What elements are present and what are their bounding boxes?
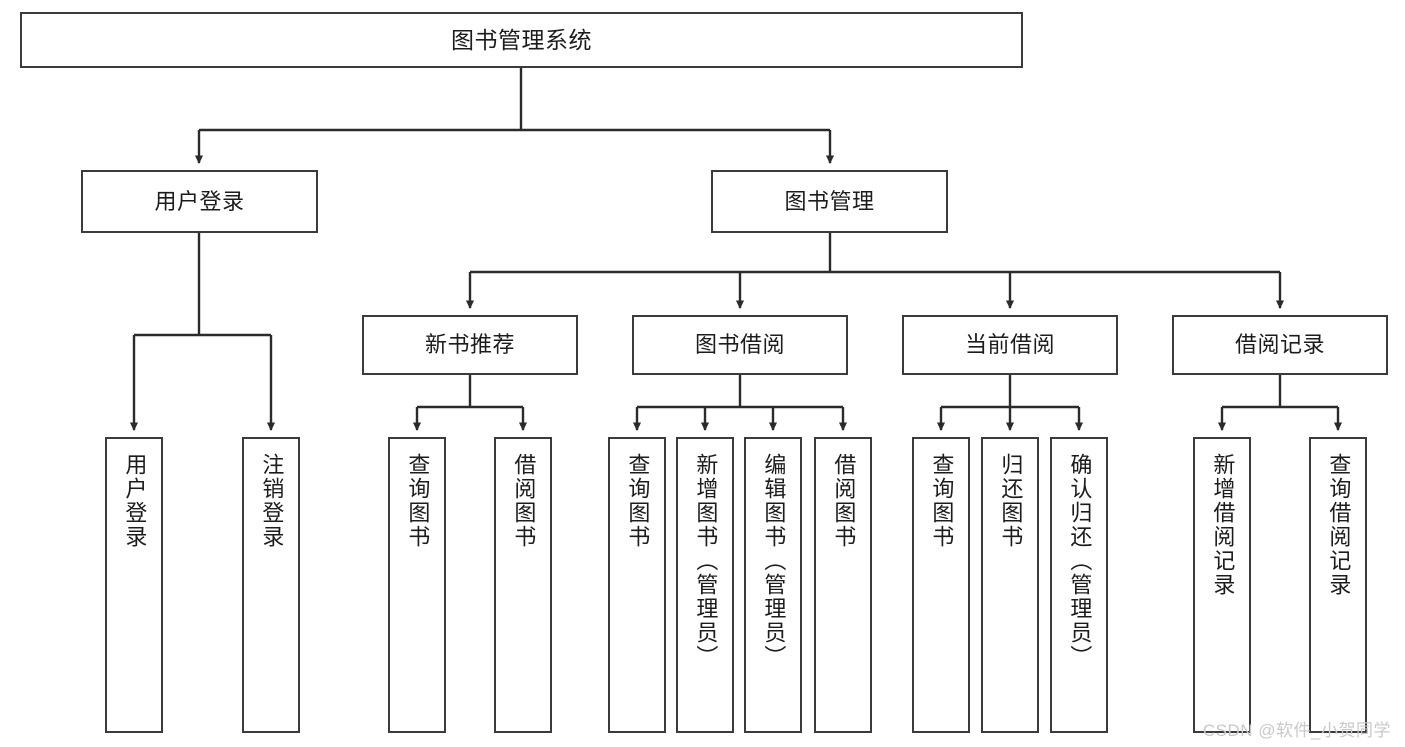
leaf-current-return-book[interactable]: 归还图书 — [981, 437, 1039, 733]
node-label: 用户登录 — [154, 188, 245, 214]
node-label: 归还图书 — [998, 453, 1024, 549]
leaf-user-login-logout[interactable]: 注销登录 — [242, 437, 300, 733]
node-label: 借阅记录 — [1234, 332, 1325, 357]
leaf-user-login-login[interactable]: 用户登录 — [105, 437, 163, 733]
node-book-management[interactable]: 图书管理 — [711, 170, 948, 233]
leaf-borrow-borrow-book[interactable]: 借阅图书 — [814, 437, 872, 733]
leaf-current-query-book[interactable]: 查询图书 — [912, 437, 970, 733]
node-label: 当前借阅 — [964, 332, 1055, 357]
node-label: 确认归还（管理员） — [1067, 453, 1093, 669]
leaf-recommend-query-book[interactable]: 查询图书 — [388, 437, 446, 733]
node-label: 图书管理系统 — [451, 26, 592, 53]
node-label: 新增借阅记录 — [1210, 453, 1236, 597]
node-label: 查询图书 — [625, 453, 651, 549]
node-label: 查询图书 — [929, 453, 955, 549]
node-label: 查询借阅记录 — [1326, 453, 1352, 597]
node-label: 注销登录 — [259, 453, 285, 549]
node-root-system[interactable]: 图书管理系统 — [20, 12, 1023, 68]
node-label: 借阅图书 — [511, 453, 537, 549]
leaf-recommend-borrow-book[interactable]: 借阅图书 — [494, 437, 552, 733]
leaf-borrow-edit-book-admin[interactable]: 编辑图书（管理员） — [744, 437, 802, 733]
node-new-book-recommend[interactable]: 新书推荐 — [362, 315, 578, 375]
node-label: 查询图书 — [405, 453, 431, 549]
csdn-watermark: CSDN @软件_小贺同学 — [1202, 721, 1391, 740]
node-user-login[interactable]: 用户登录 — [81, 170, 318, 233]
leaf-record-add-record[interactable]: 新增借阅记录 — [1193, 437, 1251, 733]
node-book-borrow[interactable]: 图书借阅 — [632, 315, 848, 375]
node-label: 图书管理 — [784, 188, 875, 214]
node-label: 用户登录 — [122, 453, 148, 549]
node-borrow-record[interactable]: 借阅记录 — [1172, 315, 1388, 375]
node-label: 新增图书（管理员） — [693, 453, 719, 669]
node-label: 新书推荐 — [424, 332, 515, 357]
node-label: 编辑图书（管理员） — [761, 453, 787, 669]
node-label: 图书借阅 — [694, 332, 785, 357]
leaf-borrow-query-book[interactable]: 查询图书 — [608, 437, 666, 733]
node-label: 借阅图书 — [831, 453, 857, 549]
leaf-current-confirm-return-admin[interactable]: 确认归还（管理员） — [1050, 437, 1108, 733]
leaf-borrow-add-book-admin[interactable]: 新增图书（管理员） — [676, 437, 734, 733]
leaf-record-query-record[interactable]: 查询借阅记录 — [1309, 437, 1367, 733]
node-current-borrow[interactable]: 当前借阅 — [902, 315, 1118, 375]
